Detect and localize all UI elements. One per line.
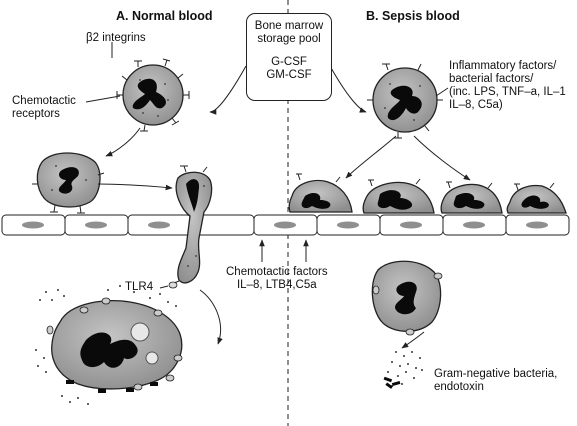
- endothelium-layer: [1, 214, 570, 236]
- label-tlr4: TLR4: [125, 281, 154, 293]
- label-inflammatory-factors: Inflammatory factors/ bacterial factors/…: [449, 60, 566, 111]
- bacteria-cluster-sepsis: [383, 351, 423, 389]
- neutrophil-normal-rolling: [32, 152, 105, 214]
- label-gram-negative: Gram-negative bacteria, endotoxin: [434, 368, 558, 393]
- neutrophil-normal-transmigrating: [168, 165, 213, 289]
- label-b2-integrins: β2 integrins: [86, 32, 146, 44]
- neutrophil-normal-top: [116, 58, 190, 132]
- bone-marrow-box: Bone marrow storage pool G-CSF GM-CSF: [246, 13, 332, 101]
- bacteria-dots-normal: [35, 285, 177, 405]
- neutrophil-sepsis-top: [367, 63, 443, 139]
- neutrophil-sepsis-adherent-1: [288, 173, 353, 213]
- neutrophil-sepsis-adherent-3: [440, 181, 503, 214]
- label-chemotactic-factors: Chemotactic factors IL–8, LTB4,C5a: [226, 266, 328, 291]
- neutrophil-sepsis-adherent-2: [362, 178, 435, 214]
- neutrophil-normal-activated: [35, 285, 183, 405]
- label-chemotactic-receptors: Chemotactic receptors: [12, 95, 76, 120]
- title-normal-blood: A. Normal blood: [116, 9, 213, 23]
- neutrophil-sepsis-lower: [371, 260, 443, 336]
- title-sepsis-blood: B. Sepsis blood: [366, 9, 460, 23]
- neutrophil-sepsis-adherent-4: [506, 182, 567, 214]
- arrows: [85, 42, 471, 349]
